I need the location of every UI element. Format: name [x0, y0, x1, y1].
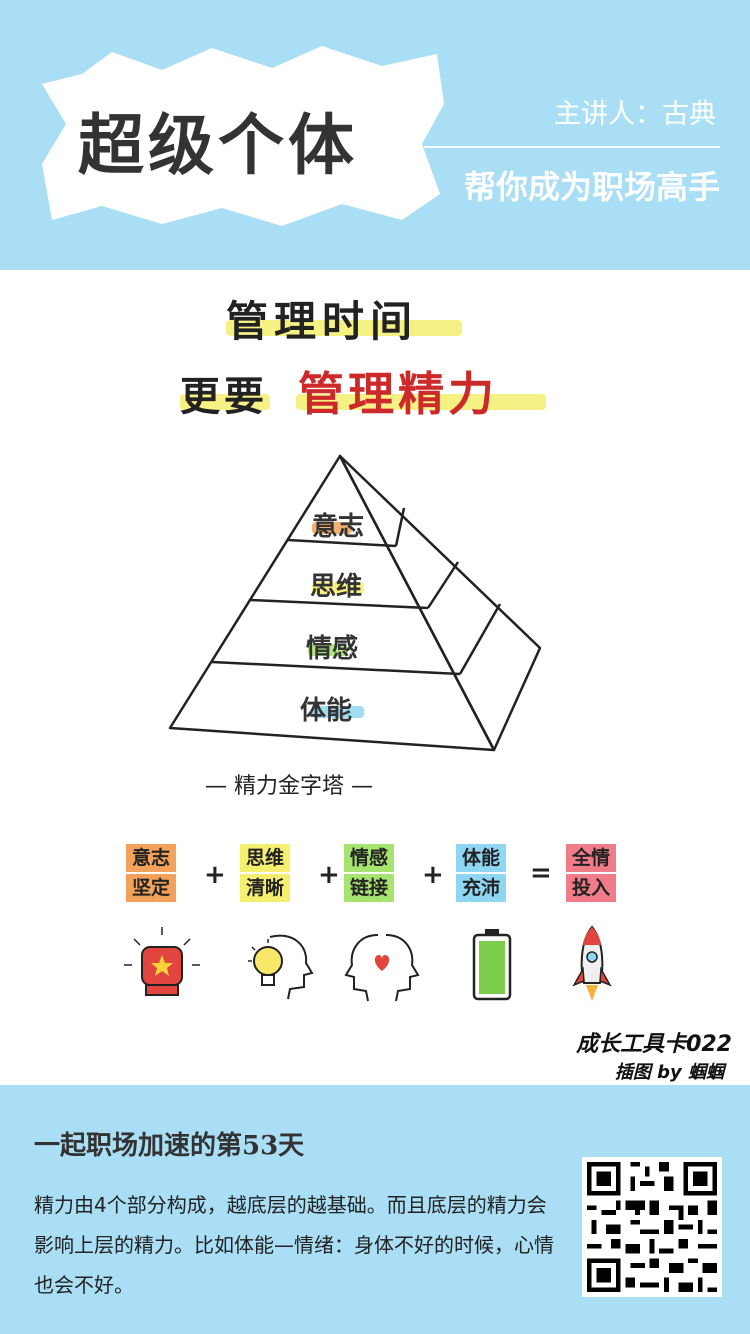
energy-pyramid-drawing	[168, 454, 542, 752]
headline-line2-emphasis: 管理精力	[298, 367, 498, 421]
lightbulb-head-icon	[248, 934, 314, 1000]
headline2-emphasis-highlight	[296, 394, 546, 410]
footer-section: 一起职场加速的第53天 精力由4个部分构成，越底层的越基础。而且底层的精力会影响…	[0, 1085, 750, 1334]
layer-emotion: 情感	[306, 634, 359, 664]
footer-body-text: 精力由4个部分构成，越底层的越基础。而且底层的精力会影响上层的精力。比如体能—情…	[34, 1193, 554, 1297]
fist-star-icon	[124, 927, 200, 996]
plus-sign: +	[318, 860, 340, 890]
plus-sign: +	[204, 860, 226, 890]
layer-willpower-highlight	[312, 522, 352, 534]
plus-sign: +	[422, 860, 444, 890]
day-title: 一起职场加速的第53天	[34, 1131, 305, 1161]
headline2-prefix-highlight	[180, 394, 270, 410]
equals-sign: =	[530, 858, 552, 888]
term-willpower-line2: 坚定	[126, 874, 177, 902]
illustration-card: 管理时间 更要 管理精力 意志 思维 情感 体能 — 精力金字塔 — 意志 坚定…	[0, 270, 750, 1085]
headline1-highlight	[226, 320, 462, 336]
card-credit-illustrator: 插图 by 蝈蝈	[614, 1062, 724, 1083]
layer-thinking-highlight	[312, 582, 364, 594]
layer-physical-highlight	[312, 706, 364, 718]
slogan: 帮你成为职场高手	[463, 168, 720, 206]
header-divider	[424, 146, 720, 148]
term-physical-line2: 充沛	[456, 874, 507, 902]
heart-heads-icon	[344, 934, 420, 1002]
layer-physical: 体能	[300, 696, 353, 726]
term-emotion-line2: 链接	[344, 874, 395, 902]
equation-term-emotion: 情感 链接	[344, 842, 395, 904]
term-thinking-line1: 思维	[240, 844, 291, 872]
layer-willpower: 意志	[312, 512, 365, 542]
equation-result: 全情 投入	[566, 842, 617, 904]
term-willpower-line1: 意志	[126, 844, 177, 872]
speaker-label: 主讲人：古典	[554, 99, 716, 130]
term-emotion-line1: 情感	[344, 844, 395, 872]
title-torn-paper-background	[42, 46, 444, 226]
qr-code-icon[interactable]	[582, 1157, 722, 1297]
equation-term-willpower: 意志 坚定	[126, 842, 177, 904]
result-line1: 全情	[566, 844, 617, 872]
page-title: 超级个体	[78, 107, 358, 184]
headline-line1: 管理时间	[226, 297, 419, 346]
header-banner: 超级个体 主讲人：古典 帮你成为职场高手	[0, 0, 750, 270]
battery-icon	[472, 929, 512, 1001]
equation-term-physical: 体能 充沛	[456, 842, 507, 904]
card-credit-series: 成长工具卡022	[576, 1032, 732, 1057]
term-physical-line1: 体能	[456, 844, 507, 872]
layer-emotion-highlight	[308, 644, 348, 656]
result-line2: 投入	[566, 874, 617, 902]
layer-thinking: 思维	[310, 572, 363, 602]
pyramid-caption: — 精力金字塔 —	[205, 774, 373, 799]
equation-term-thinking: 思维 清晰	[240, 842, 291, 904]
pyramid-side-face	[338, 454, 542, 752]
term-thinking-line2: 清晰	[240, 874, 291, 902]
rocket-icon	[572, 925, 612, 1001]
headline-line2-prefix: 更要	[180, 374, 268, 420]
